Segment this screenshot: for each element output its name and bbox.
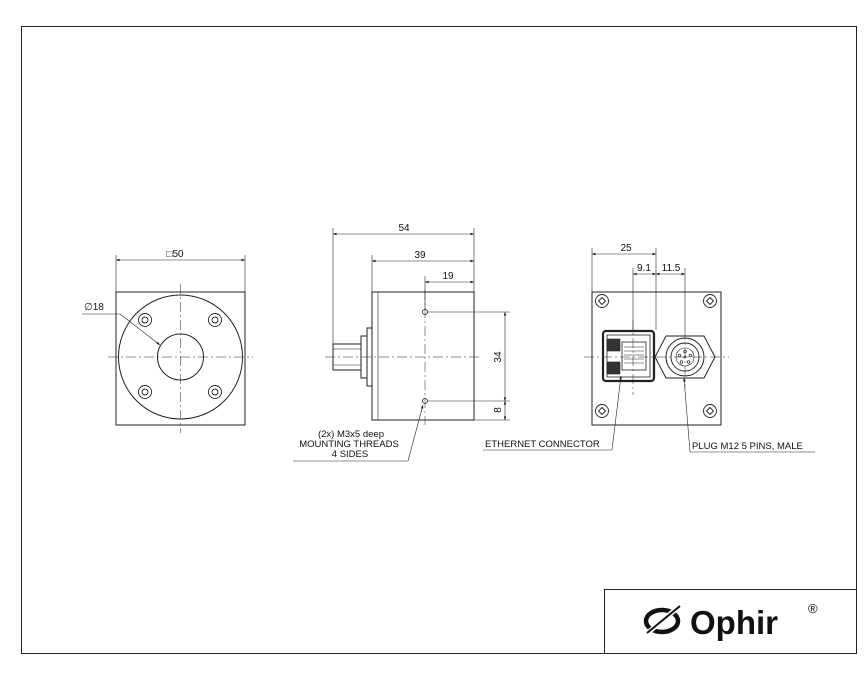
rear-screws (595, 294, 717, 418)
front-screws (138, 313, 222, 399)
side-dimension-34: 34 (493, 351, 504, 363)
drawing-border (21, 26, 857, 654)
front-square-dimension: □50 (166, 249, 184, 260)
ophir-logo-text: Ophir (690, 604, 778, 641)
side-view (293, 228, 510, 462)
side-dimension-19: 19 (442, 271, 454, 282)
ophir-registered-mark: ® (808, 601, 818, 616)
side-dimension-54: 54 (398, 223, 410, 234)
rear-dimension-9-1: 9.1 (637, 263, 651, 274)
ethernet-connector-label: ETHERNET CONNECTOR (485, 439, 600, 450)
m12-plug-hexagon (654, 335, 716, 379)
logo-title-block (604, 589, 857, 654)
rear-dimension-11-5: 11.5 (662, 263, 681, 274)
side-dimension-8: 8 (493, 407, 504, 413)
rear-dimension-25: 25 (620, 243, 632, 254)
ethernet-connector-outline (601, 329, 656, 383)
side-dimension-39: 39 (414, 250, 426, 261)
side-body (371, 291, 475, 421)
rear-view (483, 248, 815, 453)
mounting-note-line-1: (2x) M3x5 deep (318, 429, 384, 440)
rear-body-square (591, 291, 722, 426)
ophir-logo-icon (642, 602, 684, 638)
mounting-note-line-2: MOUNTING THREADS (299, 439, 399, 450)
front-diameter-dimension: ∅18 (84, 302, 104, 313)
mounting-note-line-3: 4 SIDES (332, 449, 368, 460)
m12-plug-label: PLUG M12 5 PINS, MALE (692, 441, 803, 452)
front-view (82, 255, 253, 433)
